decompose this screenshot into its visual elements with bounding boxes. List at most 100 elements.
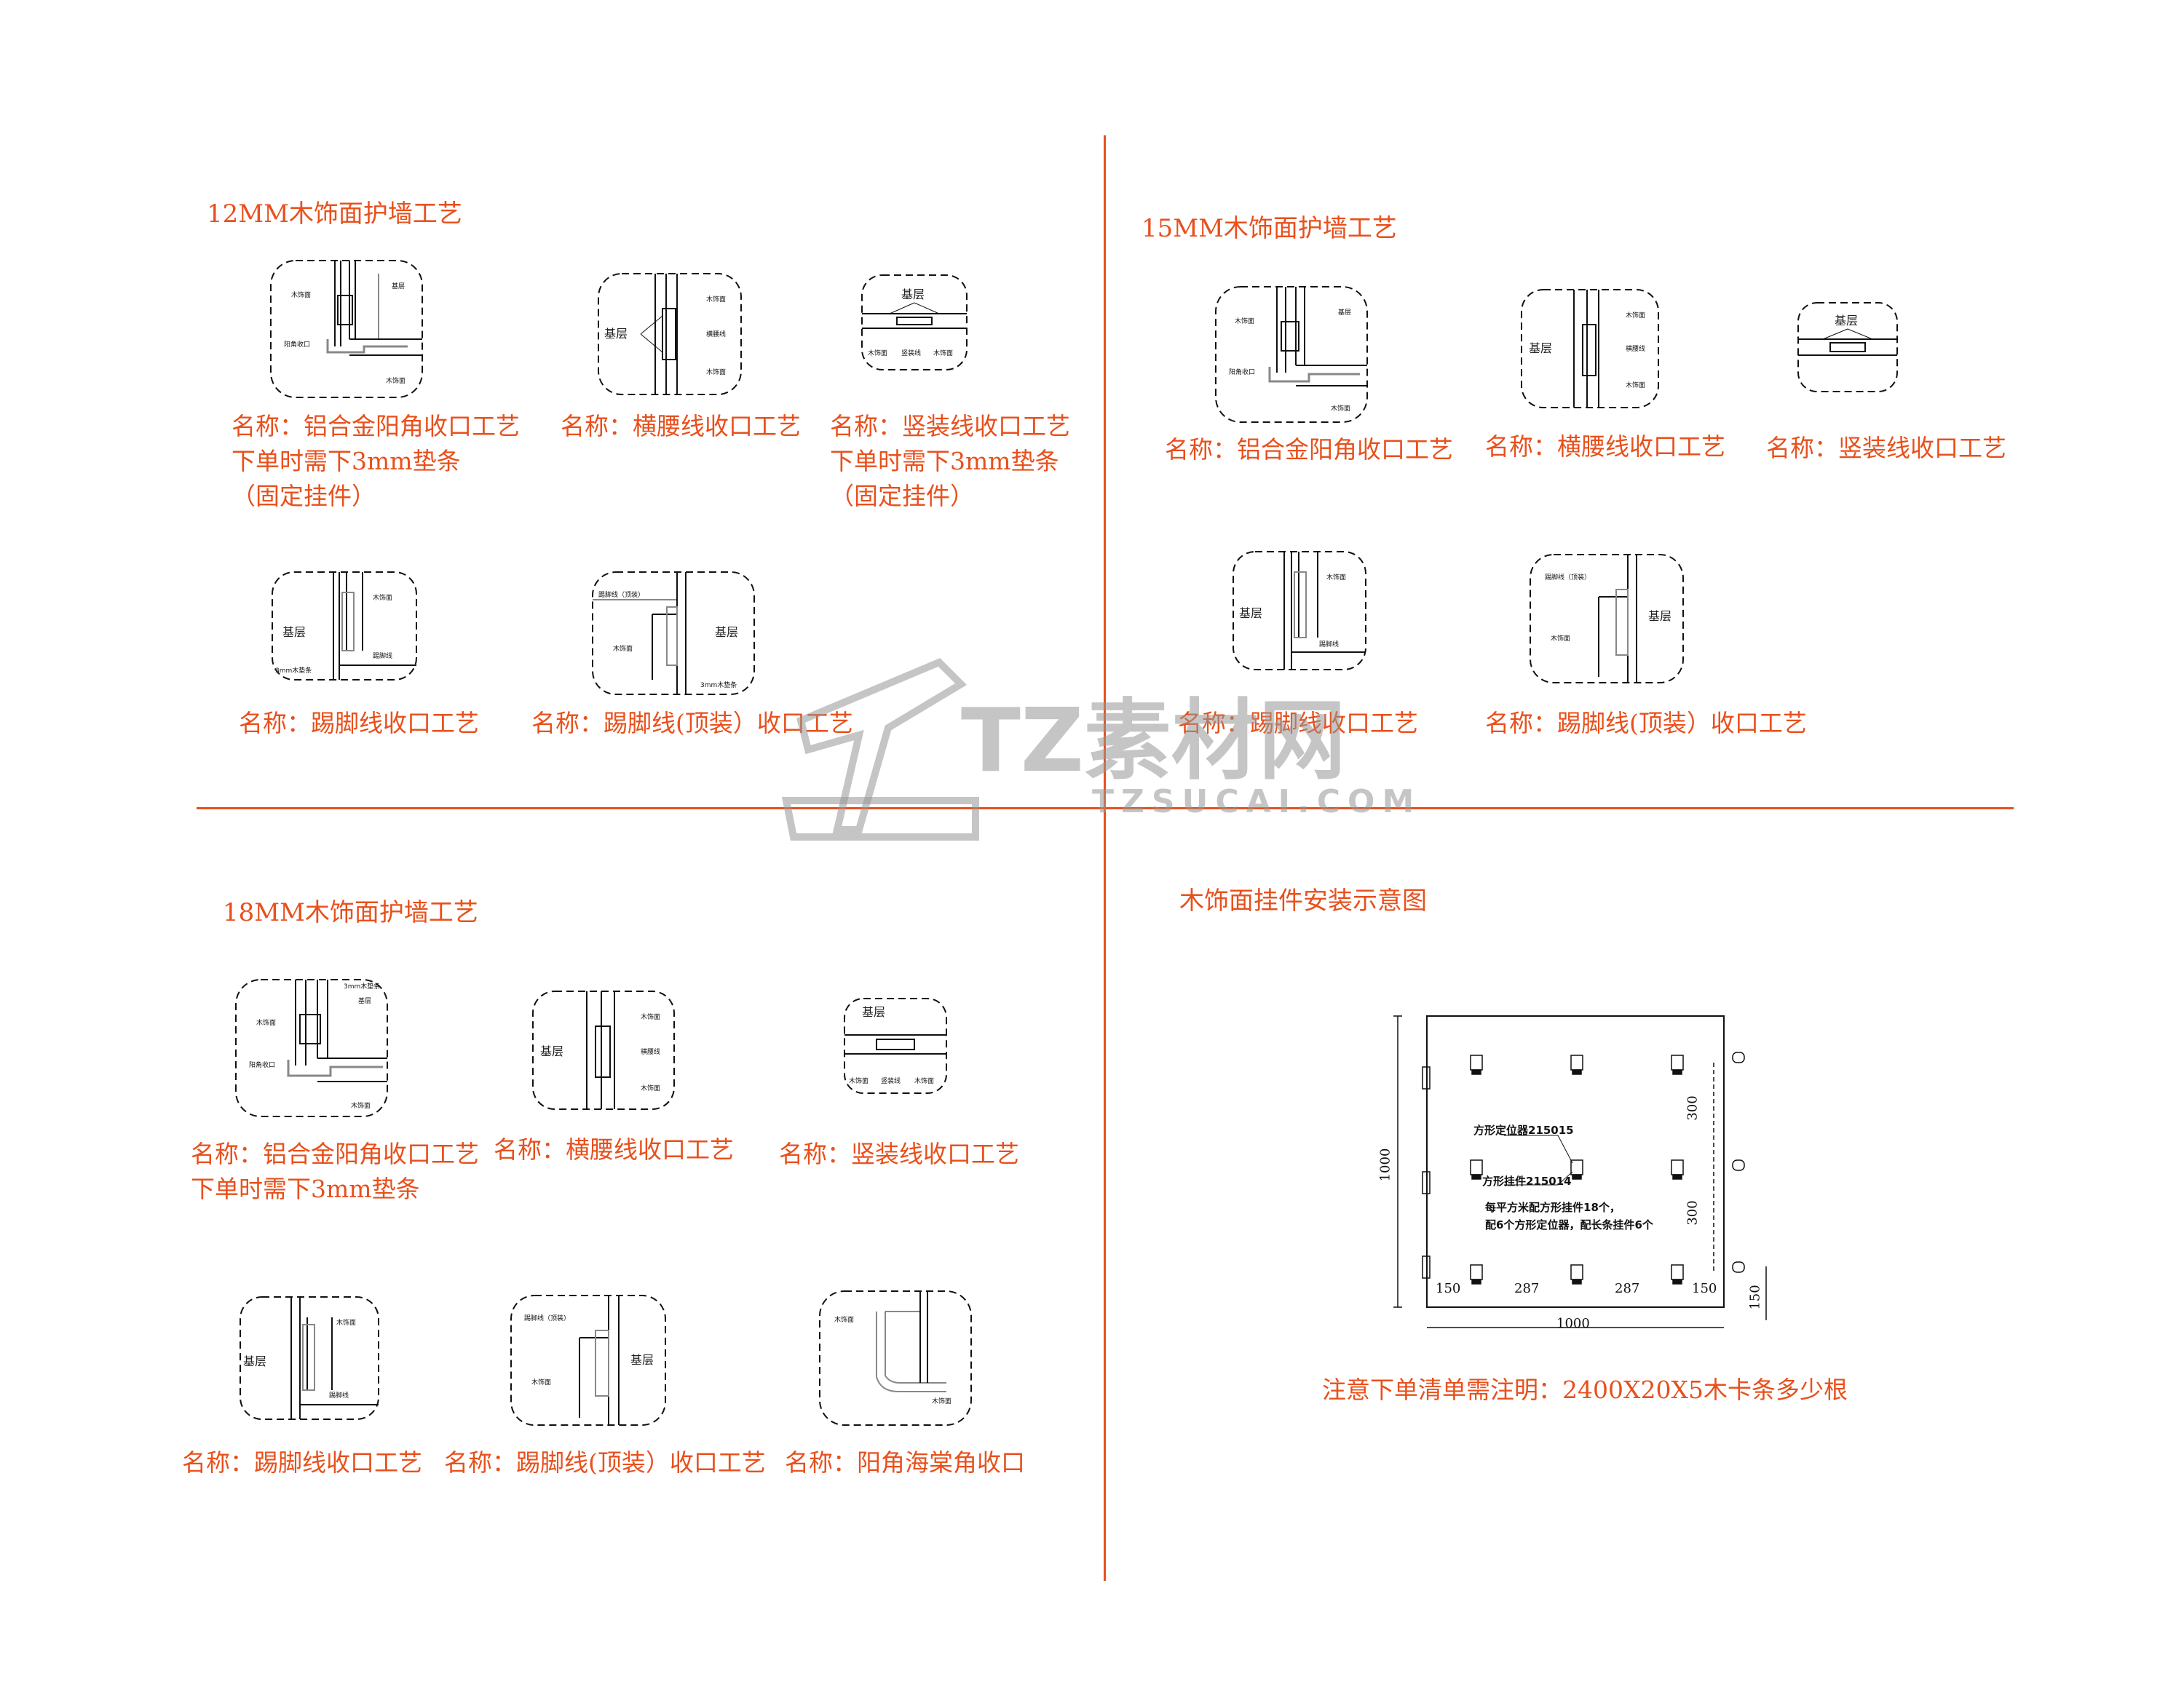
caption-15-3: 名称：竖装线收口工艺 [1766, 434, 2006, 462]
svg-text:木饰面: 木饰面 [256, 1018, 276, 1027]
svg-text:基层: 基层 [392, 282, 405, 290]
dim-300b: 300 [1685, 1200, 1701, 1226]
detail-12-baseboard: 基层 木饰面 踢脚线 3mm木垫条 [271, 571, 418, 681]
detail-12-vertical-line: 基层 木饰面 竖装线 木饰面 [860, 274, 968, 371]
detail-18-baseboard-top: 踢脚线（顶装） 基层 木饰面 [510, 1294, 667, 1427]
svg-text:踢脚线（顶装）: 踢脚线（顶装） [524, 1314, 570, 1322]
svg-text:木饰面: 木饰面 [1331, 404, 1350, 413]
svg-text:木饰面: 木饰面 [386, 376, 405, 385]
svg-text:木饰面: 木饰面 [933, 349, 953, 357]
svg-text:木饰面: 木饰面 [834, 1315, 854, 1324]
caption-12-4: 名称：踢脚线收口工艺 [239, 709, 479, 737]
svg-text:木饰面: 木饰面 [373, 593, 392, 602]
svg-text:木饰面: 木饰面 [531, 1378, 551, 1386]
svg-text:阳角收口: 阳角收口 [284, 340, 310, 349]
svg-text:木饰面: 木饰面 [351, 1101, 371, 1110]
caption-18-2: 名称：横腰线收口工艺 [494, 1135, 734, 1164]
caption-12-3: 名称：竖装线收口工艺 下单时需下3mm垫条 （固定挂件） [830, 412, 1070, 510]
svg-text:木饰面: 木饰面 [1326, 573, 1346, 582]
caption-18-5: 名称：踢脚线(顶装）收口工艺 [444, 1448, 766, 1477]
svg-text:木饰面: 木饰面 [706, 295, 726, 303]
detail-15-baseboard: 基层 木饰面 踢脚线 [1232, 550, 1367, 671]
section-title-15mm: 15MM木饰面护墙工艺 [1142, 214, 1397, 243]
svg-text:横腰线: 横腰线 [706, 330, 726, 338]
svg-text:木饰面: 木饰面 [1626, 311, 1645, 320]
svg-text:阳角收口: 阳角收口 [1229, 368, 1255, 376]
install-title: 木饰面挂件安装示意图 [1179, 886, 1427, 916]
svg-text:基层: 基层 [540, 1044, 563, 1058]
caption-15-4: 名称：踢脚线收口工艺 [1178, 709, 1418, 737]
svg-text:横腰线: 横腰线 [1626, 344, 1645, 353]
svg-text:木饰面: 木饰面 [613, 644, 633, 653]
svg-text:木饰面: 木饰面 [706, 368, 726, 376]
dim-150-right: 150 [1747, 1285, 1763, 1310]
dim-height: 1000 [1377, 1148, 1393, 1182]
install-note-line1: 每平方米配方形挂件18个， [1485, 1201, 1621, 1214]
horizontal-divider [197, 807, 2014, 809]
svg-text:竖装线: 竖装线 [901, 349, 921, 357]
dim-300a: 300 [1685, 1095, 1701, 1121]
svg-text:3mm木垫条: 3mm木垫条 [275, 666, 312, 675]
install-panel: 方形定位器215015 方形挂件215014 每平方米配方形挂件18个， 配6个… [1377, 1004, 1791, 1339]
detail-18-begonia-corner: 木饰面 木饰面 [818, 1290, 973, 1427]
watermark-logo-icon [781, 658, 979, 841]
svg-text:基层: 基层 [243, 1354, 266, 1368]
svg-text:木饰面: 木饰面 [932, 1397, 951, 1405]
svg-text:基层: 基层 [1239, 606, 1262, 620]
svg-text:竖装线: 竖装线 [881, 1076, 901, 1085]
dim-bottom-2: 287 [1615, 1281, 1640, 1296]
svg-text:3mm木垫条: 3mm木垫条 [344, 982, 380, 991]
caption-12-2: 名称：横腰线收口工艺 [561, 412, 801, 440]
svg-text:木饰面: 木饰面 [336, 1318, 356, 1327]
svg-text:基层: 基层 [1529, 341, 1552, 355]
svg-text:基层: 基层 [1338, 308, 1351, 317]
svg-text:踢脚线: 踢脚线 [373, 651, 392, 660]
watermark: TZ素材网 TZSUCAI.COM [772, 640, 1441, 859]
svg-text:木饰面: 木饰面 [1626, 381, 1645, 389]
section-title-12mm: 12MM木饰面护墙工艺 [207, 199, 462, 229]
svg-text:木饰面: 木饰面 [914, 1076, 934, 1085]
install-footer-note: 注意下单清单需注明：2400X20X5木卡条多少根 [1322, 1376, 1848, 1404]
svg-text:基层: 基层 [715, 625, 738, 639]
vertical-divider [1104, 135, 1106, 1581]
detail-15-baseboard-top: 踢脚线（顶装） 基层 木饰面 [1529, 553, 1685, 684]
caption-15-1: 名称：铝合金阳角收口工艺 [1165, 435, 1453, 464]
install-note-line2: 配6个方形定位器，配长条挂件6个 [1485, 1218, 1653, 1231]
watermark-url: TZSUCAI.COM [1092, 783, 1422, 820]
svg-text:阳角收口: 阳角收口 [249, 1060, 275, 1069]
svg-text:基层: 基层 [358, 996, 371, 1005]
label-hanger: 方形挂件215014 [1482, 1175, 1572, 1188]
caption-12-1: 名称：铝合金阳角收口工艺 下单时需下3mm垫条 （固定挂件） [232, 412, 520, 510]
detail-18-corner-trim: 木饰面 基层 3mm木垫条 阳角收口 木饰面 [234, 978, 389, 1118]
svg-text:木饰面: 木饰面 [1235, 317, 1254, 325]
svg-text:基层: 基层 [901, 287, 925, 301]
detail-15-corner-trim: 木饰面 基层 阳角收口 木饰面 [1214, 285, 1369, 424]
svg-text:踢脚线: 踢脚线 [329, 1391, 349, 1400]
detail-15-waist-line: 基层 木饰面 横腰线 木饰面 [1520, 288, 1660, 409]
svg-text:木饰面: 木饰面 [1551, 634, 1570, 643]
svg-text:基层: 基层 [630, 1353, 654, 1367]
svg-text:3mm木垫条: 3mm木垫条 [700, 681, 737, 689]
detail-18-waist-line: 基层 木饰面 横腰线 木饰面 [531, 990, 676, 1111]
svg-text:踢脚线（顶装）: 踢脚线（顶装） [1545, 573, 1591, 582]
svg-text:基层: 基层 [282, 625, 306, 639]
detail-12-baseboard-top: 踢脚线（顶装） 基层 木饰面 3mm木垫条 [591, 571, 756, 696]
detail-18-baseboard: 基层 木饰面 踢脚线 [239, 1296, 380, 1421]
svg-text:基层: 基层 [604, 327, 628, 341]
detail-18-vertical-line: 基层 木饰面 竖装线 木饰面 [843, 997, 948, 1095]
svg-text:木饰面: 木饰面 [641, 1012, 660, 1021]
svg-text:基层: 基层 [1835, 314, 1858, 328]
caption-18-1: 名称：铝合金阳角收口工艺 下单时需下3mm垫条 [191, 1140, 479, 1203]
svg-text:木饰面: 木饰面 [868, 349, 887, 357]
dim-bottom-1: 287 [1514, 1281, 1540, 1296]
caption-15-5: 名称：踢脚线(顶装）收口工艺 [1485, 709, 1807, 737]
svg-text:木饰面: 木饰面 [849, 1076, 869, 1085]
detail-12-corner-trim: 木饰面 基层 阳角收口 木饰面 [269, 259, 424, 399]
detail-15-vertical-line: 基层 [1797, 301, 1899, 393]
caption-18-4: 名称：踢脚线收口工艺 [182, 1448, 422, 1477]
svg-text:基层: 基层 [862, 1005, 885, 1019]
caption-15-2: 名称：横腰线收口工艺 [1485, 432, 1725, 461]
label-wood-face: 木饰面 [291, 290, 311, 299]
caption-18-6: 名称：阳角海棠角收口 [785, 1448, 1025, 1477]
watermark-brand: TZ素材网 [961, 691, 1346, 792]
